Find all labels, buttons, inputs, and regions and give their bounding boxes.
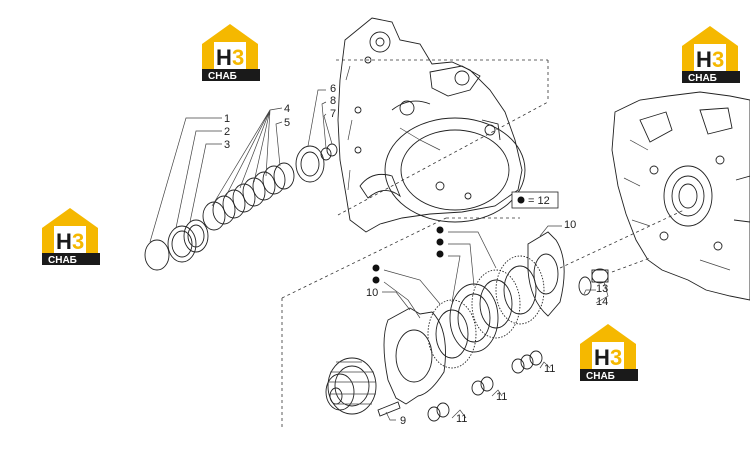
callout-3: 3 [224,139,230,151]
watermark-logo: H 3 СНАБ [580,324,638,382]
svg-text:H: H [56,229,72,254]
callout-1: 1 [224,113,230,125]
svg-text:H: H [216,45,232,70]
clutch-hub [325,357,401,417]
callout-2: 2 [224,126,230,138]
svg-text:H: H [594,345,610,370]
callout-8: 8 [330,95,336,107]
marker-legend: = 12 [511,191,559,209]
bushing-groups [427,350,543,422]
leader-lines [149,89,609,421]
watermark-logo: H 3 СНАБ [202,24,260,82]
callout-11-a: 11 [456,413,467,425]
svg-text:3: 3 [610,345,622,370]
callout-13: 13 [596,283,608,295]
clutch-pack [281,209,685,430]
callout-labels: 1 2 3 4 5 6 7 8 9 10 10 11 11 11 11 13 1… [224,83,608,427]
transmission-housing-left [336,17,549,233]
svg-text:3: 3 [232,45,244,70]
callout-5: 5 [284,117,290,129]
svg-text:3: 3 [712,47,724,72]
callout-6: 6 [330,83,336,95]
callout-14: 14 [596,296,608,308]
svg-text:СНАБ: СНАБ [688,73,717,84]
callout-7: 7 [330,108,336,120]
callout-11-b: 11 [496,391,507,403]
svg-text:СНАБ: СНАБ [48,255,77,266]
transmission-housing-right [611,91,750,301]
callout-10-right: 10 [564,219,576,231]
callout-11-c: 11 [544,363,555,375]
svg-text:СНАБ: СНАБ [208,71,237,82]
callout-10-left: 10 [366,287,378,299]
callout-4: 4 [284,103,290,115]
legend-dot-icon [517,196,525,204]
shaft-components [144,143,338,271]
svg-text:3: 3 [72,229,84,254]
callout-9: 9 [400,415,406,427]
legend-text: = 12 [528,195,550,207]
svg-text:СНАБ: СНАБ [586,371,615,382]
svg-text:H: H [696,47,712,72]
watermark-logo: H 3 СНАБ [682,26,740,84]
watermark-logo: H 3 СНАБ [42,208,100,266]
